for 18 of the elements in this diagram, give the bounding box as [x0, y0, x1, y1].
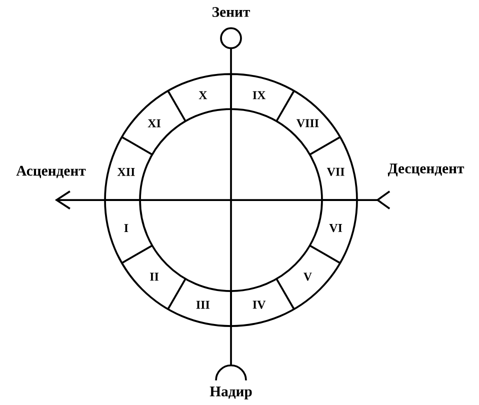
house-number: IV [252, 300, 266, 309]
house-number: V [304, 272, 312, 281]
house-number: X [198, 91, 208, 100]
axis-label: Надир [210, 386, 252, 400]
house-number: I [124, 224, 128, 232]
house-number: VII [326, 168, 344, 176]
house-number: III [196, 300, 210, 309]
house-number: II [150, 272, 159, 281]
house-number: XI [148, 119, 161, 128]
house-number: XII [117, 168, 135, 176]
house-number: IX [252, 91, 266, 100]
axis-line [54, 190, 390, 210]
house-number: VIII [296, 119, 319, 128]
axis-label: Асцендент [16, 166, 86, 178]
house-number: VI [329, 224, 342, 232]
axis-line [215, 27, 247, 382]
axis-label: Зенит [212, 7, 250, 17]
axis-label: Десцендент [388, 164, 464, 176]
